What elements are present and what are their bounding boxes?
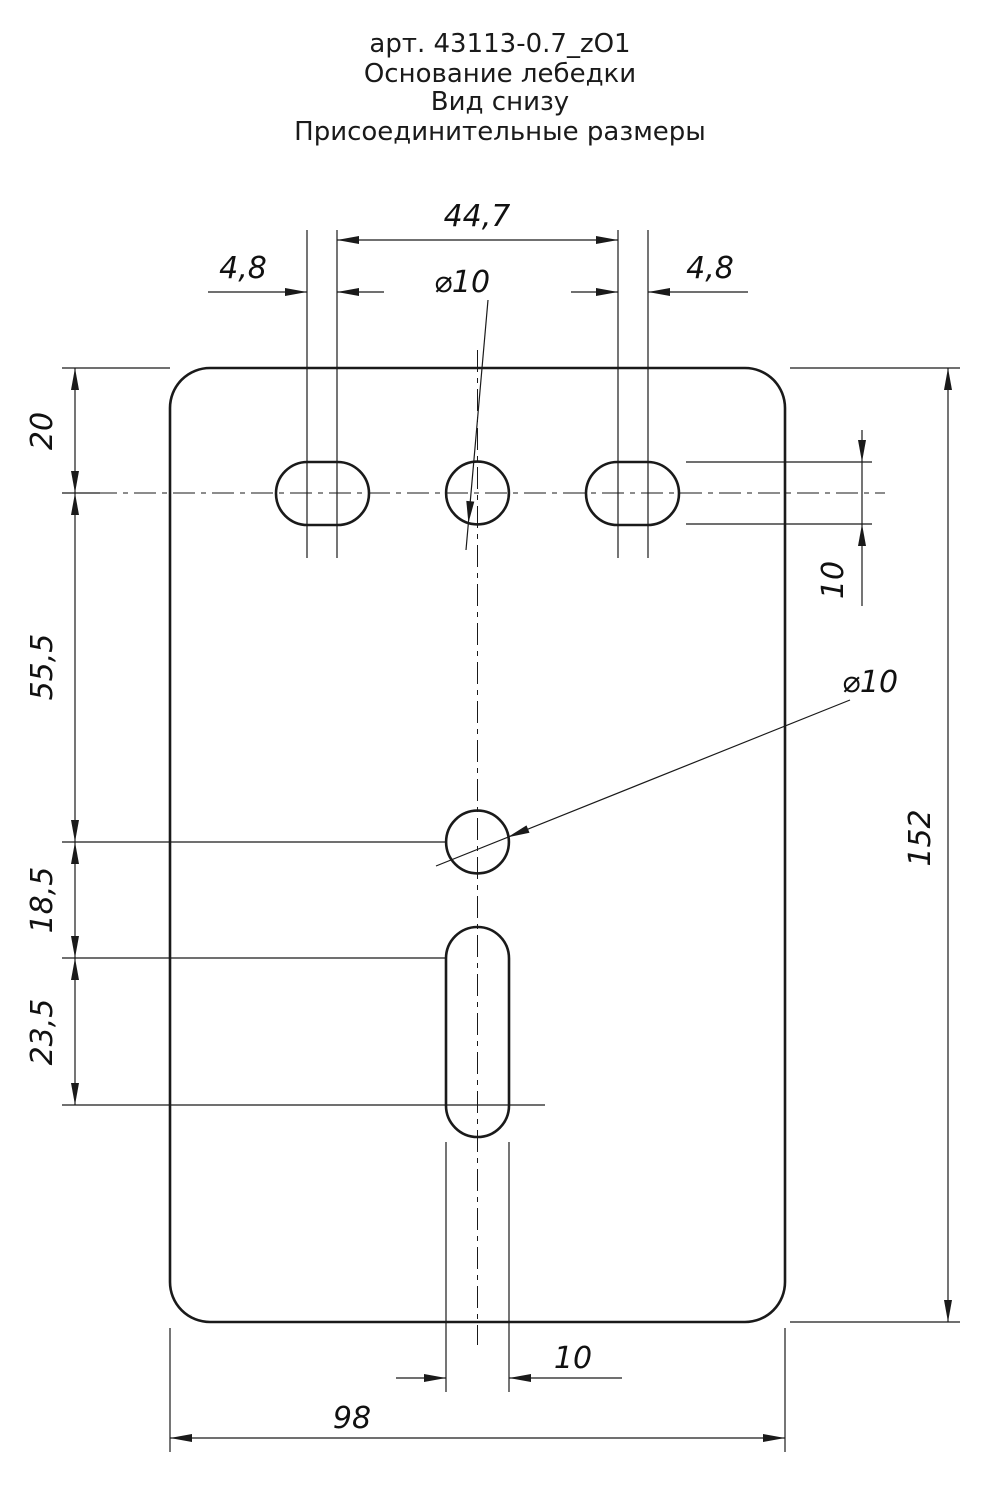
slot-top-right <box>584 460 681 527</box>
dim-label-bottom-slot-width: 10 <box>554 1341 592 1376</box>
dim-label-slot-left-extra: 4,8 <box>219 251 267 286</box>
arrowhead <box>507 825 530 838</box>
arrowhead <box>509 1374 531 1382</box>
arrowhead <box>285 288 307 296</box>
dim-plate-width: 98 <box>169 1328 786 1452</box>
arrowhead <box>71 493 79 515</box>
arrowhead <box>170 1434 192 1442</box>
arrowhead <box>858 440 866 462</box>
dim-slot-left-extra: 4,8 <box>208 251 384 296</box>
dim-label-center-hole-to-slot: 18,5 <box>25 867 60 934</box>
dim-slot-right-extra: 4,8 <box>571 251 748 296</box>
dim-label-plate-width: 98 <box>333 1401 371 1436</box>
dim-label-top-span: 44,7 <box>444 199 511 234</box>
dim-label-hole-row-to-center-hole: 55,5 <box>25 634 60 701</box>
arrowhead <box>648 288 670 296</box>
drawing-title-subtitle: Присоединительные размеры <box>294 117 706 147</box>
dim-plate-height: 152 <box>790 367 960 1323</box>
arrowhead <box>71 958 79 980</box>
arrowhead <box>944 368 952 390</box>
drawing-title-name: Основание лебедки <box>364 59 636 89</box>
dim-label-hole-dia-mid: ⌀10 <box>842 665 898 700</box>
leader-hole-dia-top: ⌀10 <box>434 265 490 551</box>
drawing-title-art: арт. 43113-0.7_zO1 <box>369 29 630 59</box>
arrowhead <box>337 236 359 244</box>
dim-label-plate-height: 152 <box>903 809 938 866</box>
arrowhead <box>466 500 475 524</box>
arrowhead <box>424 1374 446 1382</box>
dim-top-slot-height: 10 <box>686 430 872 606</box>
arrowhead <box>596 236 618 244</box>
arrowhead <box>71 471 79 493</box>
arrowhead <box>71 936 79 958</box>
title-block: арт. 43113-0.7_zO1 Основание лебедки Вид… <box>294 29 706 147</box>
arrowhead <box>596 288 618 296</box>
drawing-title-view: Вид снизу <box>431 87 569 117</box>
dim-top-span: 44,7 <box>337 199 618 244</box>
arrowhead <box>337 288 359 296</box>
dim-bottom-slot-width: 10 <box>396 1142 622 1392</box>
plate <box>95 350 885 1345</box>
dim-label-top-slot-height: 10 <box>816 561 851 599</box>
arrowhead <box>858 524 866 546</box>
arrowhead <box>71 368 79 390</box>
arrowhead <box>763 1434 785 1442</box>
dim-label-edge-to-hole-row: 20 <box>25 412 60 450</box>
dim-label-hole-dia-top: ⌀10 <box>434 265 490 300</box>
top-extension-lines <box>306 230 649 558</box>
leader-hole-dia-mid: ⌀10 <box>435 665 898 867</box>
arrowhead <box>71 820 79 842</box>
arrowhead <box>71 842 79 864</box>
left-dimension-chain: 20 55,5 18,5 23,5 <box>25 367 545 1106</box>
dim-label-slot-centers-length: 23,5 <box>25 999 60 1066</box>
arrowhead <box>71 1083 79 1105</box>
arrowhead <box>944 1300 952 1322</box>
dim-label-slot-right-extra: 4,8 <box>686 251 734 286</box>
